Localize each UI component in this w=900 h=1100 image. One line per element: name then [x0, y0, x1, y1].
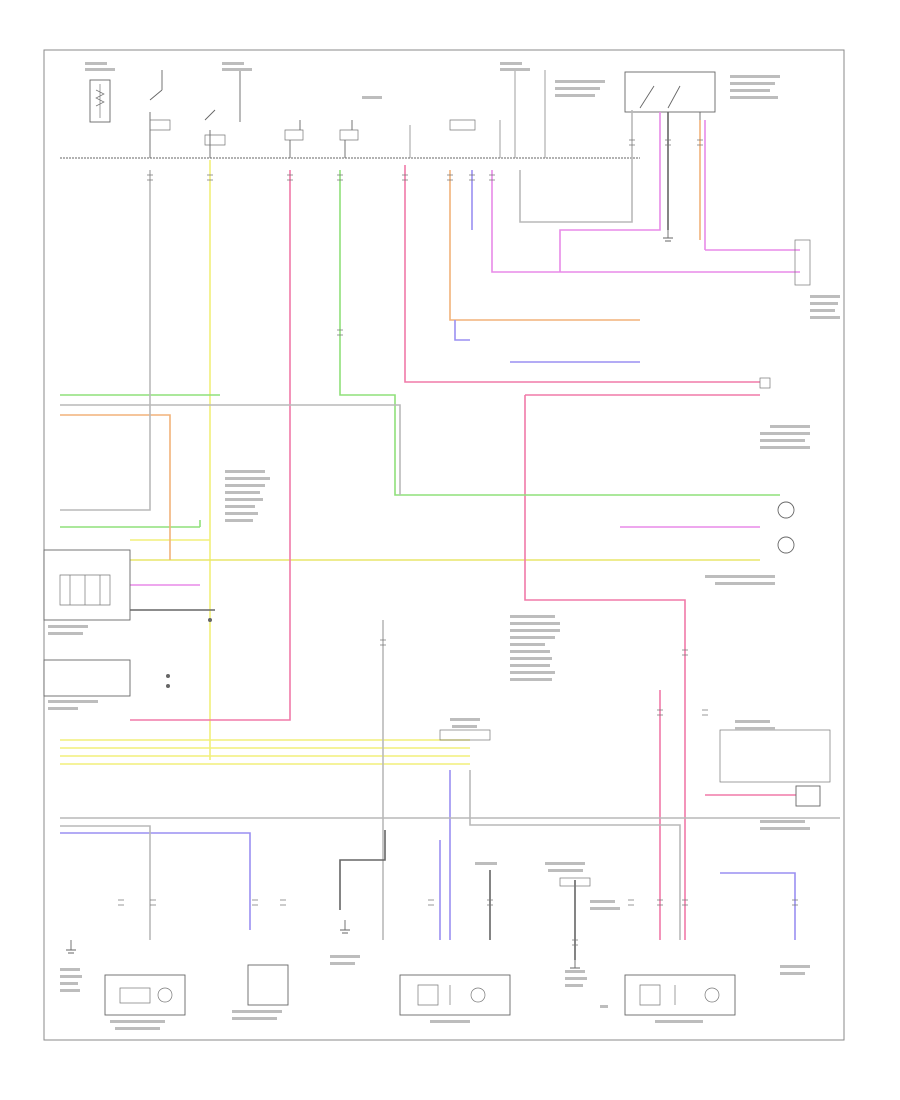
wire-black: [130, 112, 669, 960]
wire-orange: [60, 120, 701, 560]
wires: [60, 110, 840, 960]
wire-pink-left: [130, 170, 291, 721]
fuse-block: [60, 70, 716, 159]
left-reverse-lamp: [247, 964, 289, 1006]
wire-magenta: [130, 112, 800, 586]
wire-gray: [60, 110, 840, 940]
diagram-border: [43, 49, 845, 1041]
label-marks: [48, 62, 840, 1030]
rear-license-lamp: [104, 974, 186, 1016]
connector-marks: [118, 139, 798, 946]
components: [43, 230, 831, 1016]
wire-violet: [60, 170, 796, 940]
right-rear-lamp: [624, 974, 736, 1016]
wire-yellow-main: [60, 160, 470, 765]
left-rear-lamp: [399, 974, 511, 1016]
wire-green: [60, 170, 780, 528]
wire-pink-center: [404, 165, 800, 940]
